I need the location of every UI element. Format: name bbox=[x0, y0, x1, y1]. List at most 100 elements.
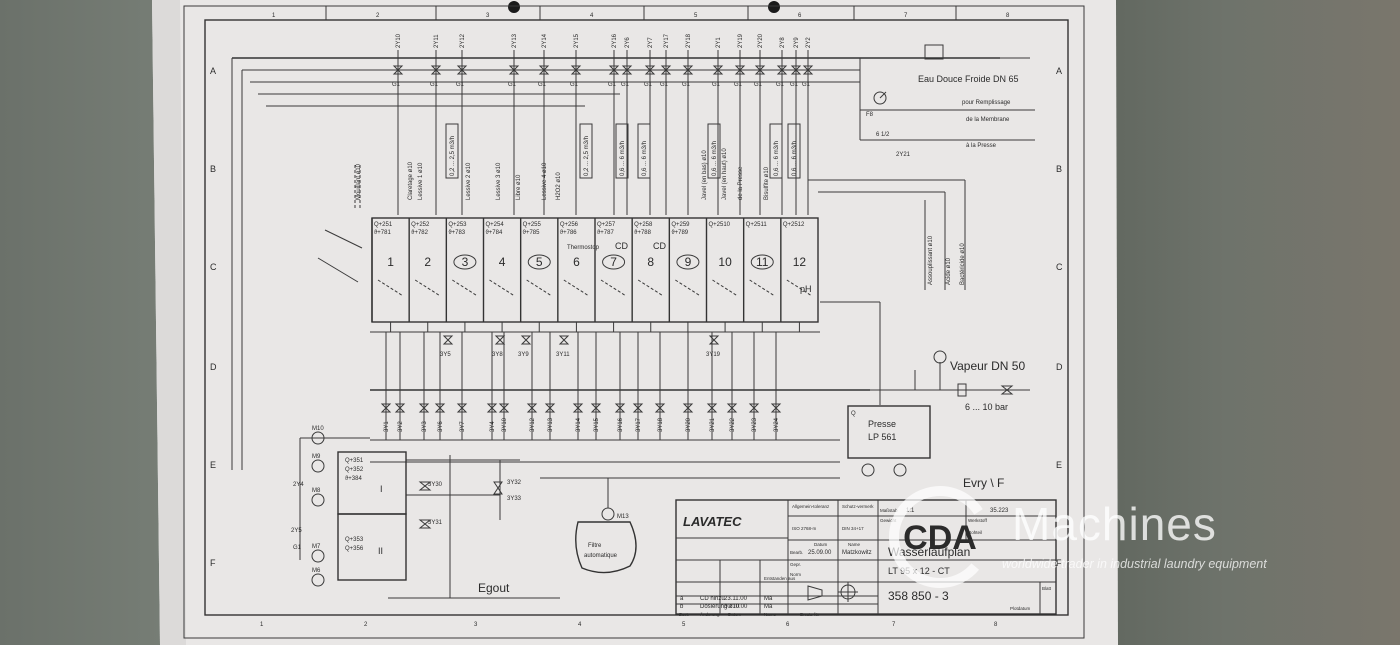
title-field-blatt: Blatt bbox=[1042, 586, 1052, 591]
flow-meter-box bbox=[787, 123, 801, 179]
top-valve-g1: G1 bbox=[430, 82, 439, 88]
title-field-tol: Allgemein-toleranz bbox=[792, 504, 830, 509]
title-field-name: Name bbox=[848, 542, 861, 547]
flow-meter-label: 0,6 ... 6 m3/h bbox=[642, 141, 648, 176]
title-field-zust: Zust. bbox=[679, 612, 689, 617]
valve-symbol bbox=[520, 335, 532, 345]
valve-symbol bbox=[394, 403, 406, 413]
top-valve-g1: G1 bbox=[508, 82, 517, 88]
valve-symbol bbox=[442, 335, 454, 345]
tank-valve-g1: G1 bbox=[293, 545, 302, 551]
top-valve-g1: G1 bbox=[456, 82, 465, 88]
tank-valve-2y4: 2Y4 bbox=[293, 482, 304, 488]
compartment-q: Q+2512 bbox=[783, 222, 805, 228]
lower-valve-label: 3Y6 bbox=[438, 421, 444, 432]
column-marker-top: 5 bbox=[694, 13, 698, 19]
middle-valve-label: 3Y19 bbox=[706, 352, 721, 358]
flow-meter-box bbox=[769, 123, 783, 179]
valve-symbol bbox=[418, 519, 432, 529]
title-field-rohteil: Rohteil bbox=[968, 530, 982, 535]
valve-symbol bbox=[790, 65, 802, 75]
compartment-number: 10 bbox=[718, 255, 732, 269]
presse-q: Q bbox=[851, 411, 856, 417]
egout-label: Egout bbox=[478, 581, 510, 595]
title-drawing-no: 358 850 - 3 bbox=[888, 589, 949, 603]
supply-presse-label: à la Presse bbox=[966, 143, 997, 149]
valve-symbol bbox=[498, 403, 510, 413]
title-field-gepr: Gepr. bbox=[790, 562, 801, 567]
title-field-plotdatum: Plotdatum bbox=[1010, 606, 1031, 611]
valve-symbol bbox=[706, 403, 718, 413]
valve-symbol bbox=[434, 403, 446, 413]
tank-valve-2y5: 2Y5 bbox=[291, 528, 302, 534]
row-marker-left: F bbox=[210, 558, 216, 568]
motor-symbol bbox=[311, 431, 325, 445]
upper-label: H2O2 ø10 bbox=[556, 172, 562, 200]
valve-symbol bbox=[430, 65, 442, 75]
motor-label: M9 bbox=[312, 454, 321, 460]
row-marker-right: B bbox=[1056, 164, 1062, 174]
evry-label: Evry \ F bbox=[963, 476, 1004, 490]
top-valve-label: 2Y10 bbox=[396, 33, 402, 48]
punch-hole bbox=[768, 1, 780, 13]
compartment-q: Q+255 bbox=[523, 222, 542, 228]
compartment-q: Q+251 bbox=[374, 222, 393, 228]
column-marker-top: 7 bbox=[904, 13, 908, 19]
top-valve-g1: G1 bbox=[802, 82, 811, 88]
presse-name: Presse bbox=[868, 419, 896, 429]
top-valve-label: 2Y9 bbox=[794, 37, 800, 48]
steam-valve bbox=[957, 383, 967, 397]
valve-symbol bbox=[608, 65, 620, 75]
motor-symbol bbox=[311, 493, 325, 507]
lower-valve-label: 3Y16 bbox=[618, 417, 624, 432]
title-field-entstanden: Entstanden aus bbox=[764, 576, 796, 581]
flow-meter-box bbox=[579, 123, 593, 179]
compartment-number: 7 bbox=[610, 255, 617, 269]
top-valve-label: 2Y12 bbox=[460, 33, 466, 48]
row-marker-right: F bbox=[1056, 558, 1062, 568]
floor-background-right bbox=[1110, 0, 1400, 645]
top-valve-g1: G1 bbox=[644, 82, 653, 88]
compartment-temp: ϑ+785 bbox=[523, 230, 540, 236]
tank-2-name: II bbox=[378, 546, 383, 556]
punch-hole bbox=[508, 1, 520, 13]
column-marker-bottom: 5 bbox=[682, 622, 686, 628]
column-marker-bottom: 2 bbox=[364, 622, 368, 628]
top-valve-label: 2Y11 bbox=[434, 34, 440, 48]
filter-line-2: automatique bbox=[584, 553, 618, 559]
title-scale: 1:1 bbox=[906, 508, 915, 514]
flow-meter-label: 0,2 ... 2,5 m3/h bbox=[450, 136, 456, 176]
compartment-q: Q+256 bbox=[560, 222, 579, 228]
upper-label: Mouillant ø10 bbox=[356, 163, 362, 200]
top-valve-label: 2Y13 bbox=[512, 33, 518, 48]
compartment-q: Q+254 bbox=[486, 222, 505, 228]
title-field-ersatz: Ersatz für bbox=[800, 612, 820, 617]
outer-frame bbox=[183, 5, 1085, 639]
flow-meter-box bbox=[615, 123, 629, 179]
compartment-number: 4 bbox=[499, 255, 506, 269]
title-name-a: Ma bbox=[764, 596, 773, 602]
title-name-b: Ma bbox=[764, 604, 773, 610]
top-valve-label: 2Y16 bbox=[612, 33, 618, 48]
top-valve-label: 2Y8 bbox=[780, 37, 786, 48]
top-valve-label: 2Y7 bbox=[648, 37, 654, 48]
compartment-temp: ϑ+784 bbox=[486, 230, 503, 236]
compartment-number: 12 bbox=[793, 255, 807, 269]
title-rev-b: Dosierung ø10 bbox=[700, 604, 740, 610]
motor-symbol bbox=[311, 549, 325, 563]
compartment-number: 11 bbox=[756, 255, 769, 269]
compartment-q: Q+259 bbox=[671, 222, 690, 228]
right-label-bactericide: Bactéricide ø10 bbox=[960, 243, 966, 285]
valve-symbol bbox=[493, 481, 503, 495]
upper-label: Lessive 2 ø10 bbox=[466, 162, 472, 200]
tank-1-line-3: ϑ+384 bbox=[345, 476, 362, 482]
compartment-circle bbox=[527, 254, 551, 270]
title-field-name-2: Name bbox=[764, 612, 777, 617]
title-brand: LAVATEC bbox=[683, 514, 742, 529]
tank-1-line-1: Q+351 bbox=[345, 458, 364, 464]
steam-pressure: 6 ... 10 bar bbox=[965, 402, 1008, 412]
tank-valve-3y32: 3Y32 bbox=[507, 480, 522, 486]
column-marker-top: 6 bbox=[798, 13, 802, 19]
